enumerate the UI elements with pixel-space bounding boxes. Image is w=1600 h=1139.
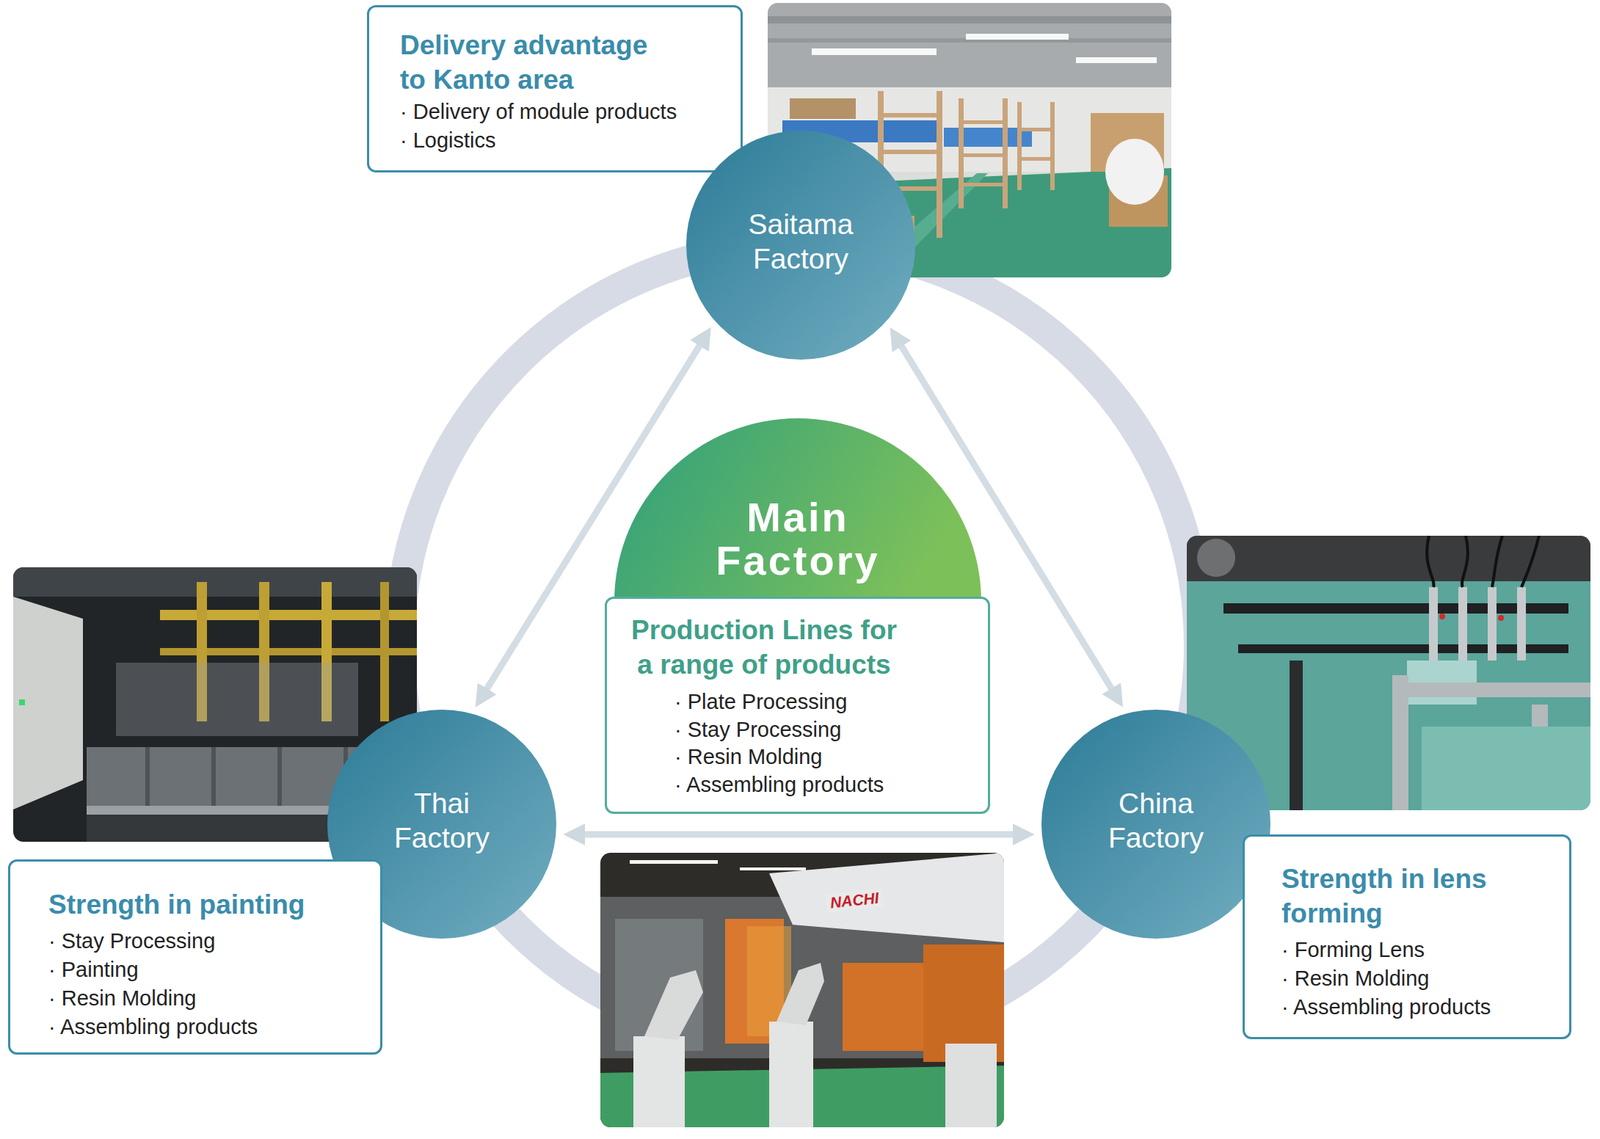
heading: Strength in lens forming bbox=[1281, 862, 1524, 932]
robot-cell-photo-part-part bbox=[644, 970, 704, 1040]
text-group: Strength in lens forming· Forming Lens· … bbox=[1281, 862, 1548, 1022]
robot-cell-photo-part-part bbox=[769, 852, 1005, 943]
bullet-item: · Assembling products bbox=[48, 1012, 359, 1042]
factory-name: Thai Factory bbox=[368, 786, 516, 856]
bullet-item: · Resin Molding bbox=[48, 984, 359, 1013]
lens-machine-photo-part-part-part bbox=[1462, 535, 1468, 588]
heading: Strength in painting bbox=[48, 888, 359, 923]
text-group: Strength in painting· Stay Processing· P… bbox=[48, 888, 359, 1041]
painting-line-photo-part-part bbox=[380, 582, 389, 722]
lens-machine-photo-part-part bbox=[1421, 726, 1591, 811]
warehouse-photo-part-part bbox=[965, 33, 1069, 40]
heading: Delivery advantage to Kanto area bbox=[400, 28, 657, 98]
painting-line-photo-part-part-part bbox=[211, 747, 216, 806]
factory-circle: China Factory bbox=[1041, 709, 1271, 939]
warehouse-photo-part-part bbox=[1075, 57, 1157, 64]
circle-fill bbox=[1041, 709, 1271, 939]
heading: Production Lines for a range of products bbox=[624, 613, 904, 683]
lens-machine-photo-part-part bbox=[1497, 615, 1504, 621]
text-group: Production Lines for a range of products… bbox=[674, 613, 971, 800]
robot-cell-photo bbox=[600, 852, 1005, 1128]
bullet-item: · Painting bbox=[48, 955, 359, 985]
process-box: Production Lines for a range of products… bbox=[604, 596, 991, 814]
warehouse-photo-part-part bbox=[767, 2, 1172, 88]
lens-machine-photo-part-part bbox=[1426, 535, 1540, 588]
lens-machine-photo-part-part-part bbox=[1492, 535, 1503, 588]
lens-machine-photo-part-part bbox=[1392, 682, 1591, 698]
circle-fill bbox=[686, 130, 916, 360]
lens-machine-photo-part-part bbox=[1428, 587, 1526, 661]
main-factory-dome: Main Factory bbox=[614, 418, 982, 602]
robot-cell-photo-part-part bbox=[739, 867, 806, 871]
bullet-item: · Stay Processing bbox=[48, 926, 359, 956]
robot-cell-photo-part-part bbox=[842, 962, 931, 1052]
robot-cell-photo-part-part bbox=[633, 1036, 685, 1128]
painting-line-photo-part-part-part bbox=[277, 747, 282, 806]
robot-cell-photo-part-part bbox=[629, 860, 718, 864]
callout-box: Delivery advantage to Kanto area· Delive… bbox=[366, 5, 743, 173]
lens-machine-photo-part-part-part bbox=[1517, 587, 1526, 661]
lens-machine-photo-part-part-part bbox=[1428, 587, 1438, 661]
callout-box: Strength in painting· Stay Processing· P… bbox=[8, 859, 383, 1055]
warehouse-photo-part-part bbox=[789, 98, 856, 119]
warehouse-photo-part-part-part bbox=[958, 120, 1008, 125]
ring bbox=[399, 245, 1200, 1046]
warehouse-photo-part-part-part bbox=[1050, 102, 1055, 191]
warehouse-photo-part-part-part bbox=[958, 153, 1008, 158]
lens-machine-photo-part-part bbox=[1223, 603, 1569, 614]
painting-line-photo-part-part bbox=[19, 699, 25, 706]
lens-machine-photo-part-part bbox=[1439, 613, 1446, 620]
double-arrow bbox=[568, 831, 1029, 839]
lens-machine-photo-part-part-part bbox=[1487, 587, 1497, 661]
bullet-item: · Delivery of module products bbox=[400, 97, 719, 127]
lens-machine-photo-part-part-part bbox=[1458, 587, 1468, 661]
main-title: Main Factory bbox=[676, 496, 919, 583]
painting-line-photo-part-part bbox=[13, 567, 417, 597]
text-group: China Factory bbox=[1041, 709, 1271, 939]
robot-cell-photo-part-part bbox=[600, 852, 1005, 1128]
warehouse-photo-part-part-part bbox=[877, 149, 943, 155]
warehouse-photo-part-part-part bbox=[1017, 157, 1055, 161]
text-group: Main Factory bbox=[614, 496, 982, 583]
warehouse-photo-part-part-part bbox=[877, 113, 943, 118]
warehouse-photo-part-part-part bbox=[958, 182, 1008, 187]
dome-fill bbox=[614, 418, 982, 602]
lens-machine-photo-part-part bbox=[1289, 660, 1303, 811]
callout-box: Strength in lens forming· Forming Lens· … bbox=[1242, 834, 1572, 1040]
bullet-item: · Assembling products bbox=[674, 771, 971, 800]
bullet-item: · Plate Processing bbox=[674, 688, 971, 717]
bullet-item: · Stay Processing bbox=[674, 716, 971, 745]
lens-machine-photo-part-part bbox=[1197, 538, 1236, 577]
lens-machine-photo-part-part-part bbox=[1521, 535, 1540, 588]
factory-name: Saitama Factory bbox=[727, 207, 875, 277]
robot-cell-photo-part bbox=[600, 852, 1005, 1128]
bullet-item: · Resin Molding bbox=[674, 743, 971, 772]
text-group: Saitama Factory bbox=[686, 130, 916, 360]
painting-line-photo-part-part bbox=[115, 662, 359, 737]
robot-cell-photo-part-part bbox=[615, 918, 704, 1052]
robot-cell-photo-part-part bbox=[769, 1021, 814, 1128]
warehouse-photo-part-part bbox=[811, 48, 937, 56]
painting-line-photo-part-part-part bbox=[145, 747, 150, 806]
warehouse-photo-part-part-part bbox=[1017, 127, 1055, 132]
bullet-item: · Logistics bbox=[400, 126, 719, 155]
robot-cell-photo-part-part bbox=[945, 1043, 997, 1128]
warehouse-photo-part-part-part bbox=[1017, 102, 1022, 191]
bullet-item: · Resin Molding bbox=[1281, 964, 1548, 994]
painting-line-photo-part-part bbox=[145, 747, 348, 806]
warehouse-photo-part-part bbox=[1105, 138, 1165, 205]
warehouse-photo-part-part bbox=[767, 16, 1172, 24]
factory-name: China Factory bbox=[1082, 786, 1230, 856]
lens-machine-photo-part-part-part bbox=[1426, 535, 1434, 588]
text-group: Delivery advantage to Kanto area· Delive… bbox=[400, 28, 719, 155]
robot-cell-photo-part-part bbox=[776, 962, 825, 1026]
bullet-item: · Assembling products bbox=[1281, 993, 1548, 1022]
painting-line-photo-part-part bbox=[13, 596, 83, 810]
machine-logo: NACHI bbox=[825, 888, 884, 913]
lens-machine-photo-part-part bbox=[1186, 535, 1591, 582]
factory-circle: Saitama Factory bbox=[686, 130, 916, 360]
bullet-item: · Forming Lens bbox=[1281, 935, 1548, 965]
